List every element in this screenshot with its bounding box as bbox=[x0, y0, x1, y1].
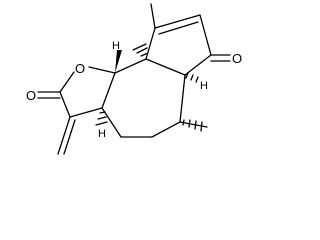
bond-c9-c10-double-b bbox=[158, 21, 199, 35]
atom-label-ring-oxygen: O bbox=[75, 61, 85, 76]
atom-label-lactone-carbonyl-oxygen: O bbox=[26, 88, 36, 103]
atom-label-h-right: H bbox=[200, 80, 208, 92]
bond-methyl-top bbox=[150, 3, 156, 29]
bond-c1-o bbox=[88, 66, 116, 74]
stereo-hash-h-bottom bbox=[95, 111, 108, 126]
bond-exo-methylene-a bbox=[57, 116, 71, 155]
atom-label-ketone-oxygen: O bbox=[232, 51, 242, 66]
molecule-structure: O O O H H H bbox=[26, 3, 242, 155]
bond-exo-methylene-b bbox=[63, 119, 76, 155]
stereo-hash-c8 bbox=[132, 43, 149, 60]
bond-c9-c10-double-a bbox=[154, 14, 201, 29]
bond-c12-c8 bbox=[145, 58, 186, 76]
bond-c14-c2 bbox=[69, 107, 103, 118]
bond-methyl-right bbox=[179, 121, 208, 128]
stereo-hash-h-right bbox=[185, 72, 199, 83]
bond-c4-c5 bbox=[151, 121, 181, 138]
stereo-hash-methyl-right bbox=[182, 119, 203, 132]
stereo-wedge-h-top bbox=[115, 50, 122, 73]
bond-c8-c9 bbox=[145, 27, 156, 60]
bond-c10-c11 bbox=[199, 14, 212, 56]
bond-c5-c12 bbox=[179, 74, 186, 123]
atom-label-h-top: H bbox=[112, 40, 120, 52]
bond-o-c13 bbox=[59, 71, 75, 93]
bond-c8-c1 bbox=[114, 58, 147, 74]
atom-label-h-bottom: H bbox=[98, 128, 106, 140]
bond-c2-c3 bbox=[101, 107, 122, 138]
bond-c11-c12 bbox=[184, 54, 212, 76]
bond-c13-c14 bbox=[59, 91, 71, 118]
bond-c1-c2 bbox=[101, 72, 116, 109]
